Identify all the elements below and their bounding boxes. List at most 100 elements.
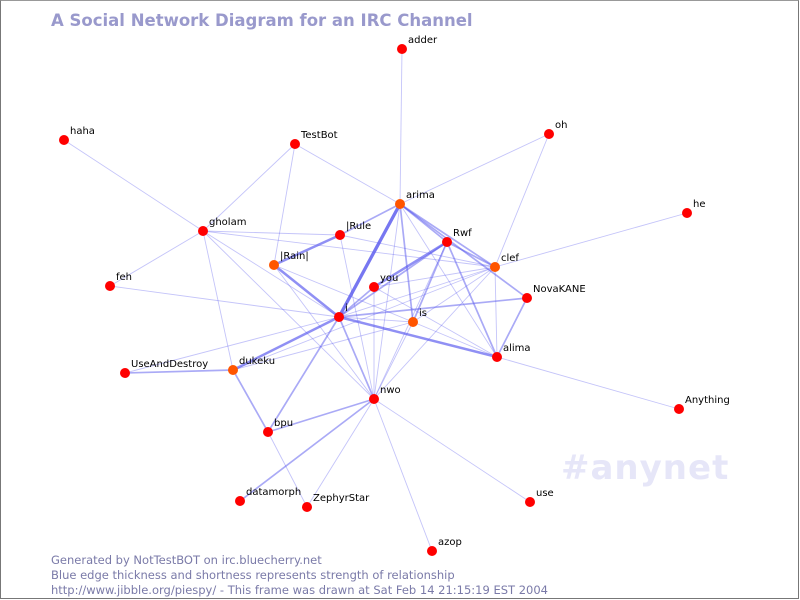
edge-TestBot-arima: [294, 143, 401, 205]
node-dot: [335, 230, 345, 240]
node-label: nwo: [380, 385, 401, 396]
edge-nwo-bpu: [267, 398, 375, 433]
edge-gholam-nwo: [202, 230, 375, 400]
nodes-layer: adder haha TestBot oh arima he gholam |Rule Rwf |…: [59, 35, 730, 556]
edge-UseAndDestroy-dukeku: [124, 369, 234, 374]
edge-Rwf-i: [338, 241, 448, 318]
edge-IRainI-i: [272, 263, 341, 319]
node-IRainI: |Rain|: [269, 251, 309, 270]
edge-arima-nwo: [373, 203, 401, 400]
edge-arima-clef: [399, 203, 496, 268]
node-i: i: [334, 303, 348, 322]
edge-IRule-clef: [339, 234, 496, 268]
node-feh: feh: [105, 272, 132, 291]
node-dot: [59, 135, 69, 145]
edge-i-alima: [337, 315, 499, 359]
node-dot: [263, 427, 273, 437]
node-dot: [198, 226, 208, 236]
node-label: you: [380, 273, 398, 284]
node-dot: [105, 281, 115, 291]
edge-you-i: [338, 286, 375, 318]
node-label: gholam: [209, 217, 246, 228]
node-NovaKANE: NovaKANE: [522, 284, 586, 303]
node-label: haha: [70, 126, 95, 137]
node-you: you: [369, 273, 398, 292]
node-he: he: [682, 199, 706, 218]
edge-clef-you: [373, 266, 496, 288]
node-dot: [525, 497, 535, 507]
diagram-title: A Social Network Diagram for an IRC Chan…: [51, 11, 473, 30]
node-label: i: [345, 303, 348, 314]
node-adder: adder: [397, 35, 438, 54]
node-label: Rwf: [453, 228, 472, 239]
edge-arima-is: [399, 203, 414, 323]
edge-feh-i: [109, 285, 340, 318]
node-gholam: gholam: [198, 217, 246, 236]
node-Anything: Anything: [674, 395, 730, 414]
edge-gholam-clef: [202, 230, 496, 268]
edge-dukeku-bpu: [232, 369, 269, 433]
channel-watermark: #anynet: [561, 448, 730, 488]
node-dot: [408, 317, 418, 327]
node-label: use: [536, 488, 554, 499]
edge-IRule-nwo: [339, 234, 375, 400]
node-Rwf: Rwf: [442, 228, 472, 247]
node-label: clef: [501, 253, 519, 264]
edge-IRule-arima: [339, 203, 401, 236]
node-label: UseAndDestroy: [131, 359, 208, 370]
node-nwo: nwo: [369, 385, 401, 404]
node-oh: oh: [544, 120, 567, 139]
node-dot: [235, 496, 245, 506]
edge-oh-clef: [494, 133, 550, 268]
edge-NovaKANE-i: [338, 297, 528, 318]
edge-legend-caption: Blue edge thickness and shortness repres…: [51, 568, 455, 582]
node-label: feh: [116, 272, 132, 283]
node-label: TestBot: [300, 130, 338, 141]
edge-Rwf-clef: [446, 241, 496, 268]
edge-is-nwo: [373, 321, 414, 400]
node-dot: [490, 262, 500, 272]
node-dot: [442, 237, 452, 247]
edge-clef-dukeku: [232, 266, 496, 371]
edge-NovaKANE-alima: [496, 297, 528, 358]
edge-nwo-ZephyrStar: [306, 398, 375, 508]
edge-is-dukeku: [232, 321, 414, 371]
edge-IRainI-nwo: [273, 264, 375, 400]
node-dot: [269, 260, 279, 270]
node-dot: [302, 502, 312, 512]
node-label: alima: [503, 343, 531, 354]
node-dot: [682, 208, 692, 218]
node-dukeku: dukeku: [228, 356, 275, 375]
edge-Rwf-alima: [446, 241, 498, 358]
edge-i-UseAndDestroy: [124, 316, 340, 374]
node-UseAndDestroy: UseAndDestroy: [120, 359, 208, 378]
node-label: datamorph: [246, 487, 301, 498]
node-label: bpu: [274, 418, 293, 429]
node-label: adder: [408, 35, 438, 46]
edge-he-clef: [494, 212, 688, 268]
node-dot: [290, 139, 300, 149]
node-bpu: bpu: [263, 418, 293, 437]
edge-alima-Anything: [496, 356, 680, 410]
edge-clef-i: [338, 266, 496, 318]
node-dot: [397, 44, 407, 54]
edge-gholam-IRule: [202, 230, 341, 236]
edge-nwo-azop: [373, 398, 433, 552]
edge-clef-nwo: [373, 266, 496, 400]
edge-haha-gholam: [63, 139, 204, 232]
edge-clef-is: [412, 266, 496, 323]
node-IRule: |Rule: [335, 221, 371, 240]
edges-layer: [63, 48, 688, 552]
edge-TestBot-IRainI: [273, 143, 296, 266]
edge-you-alima: [373, 286, 498, 358]
node-arima: arima: [395, 190, 435, 209]
node-label: azop: [438, 537, 462, 548]
node-dot: [369, 282, 379, 292]
edge-i-is: [338, 316, 414, 323]
node-use: use: [525, 488, 554, 507]
generated-by-caption: Generated by NotTestBOT on irc.bluecherr…: [51, 553, 322, 567]
node-label: is: [419, 308, 427, 319]
edge-clef-alima: [494, 266, 498, 358]
timestamp-caption: http://www.jibble.org/piespy/ - This fra…: [51, 583, 548, 597]
node-label: dukeku: [239, 356, 275, 367]
